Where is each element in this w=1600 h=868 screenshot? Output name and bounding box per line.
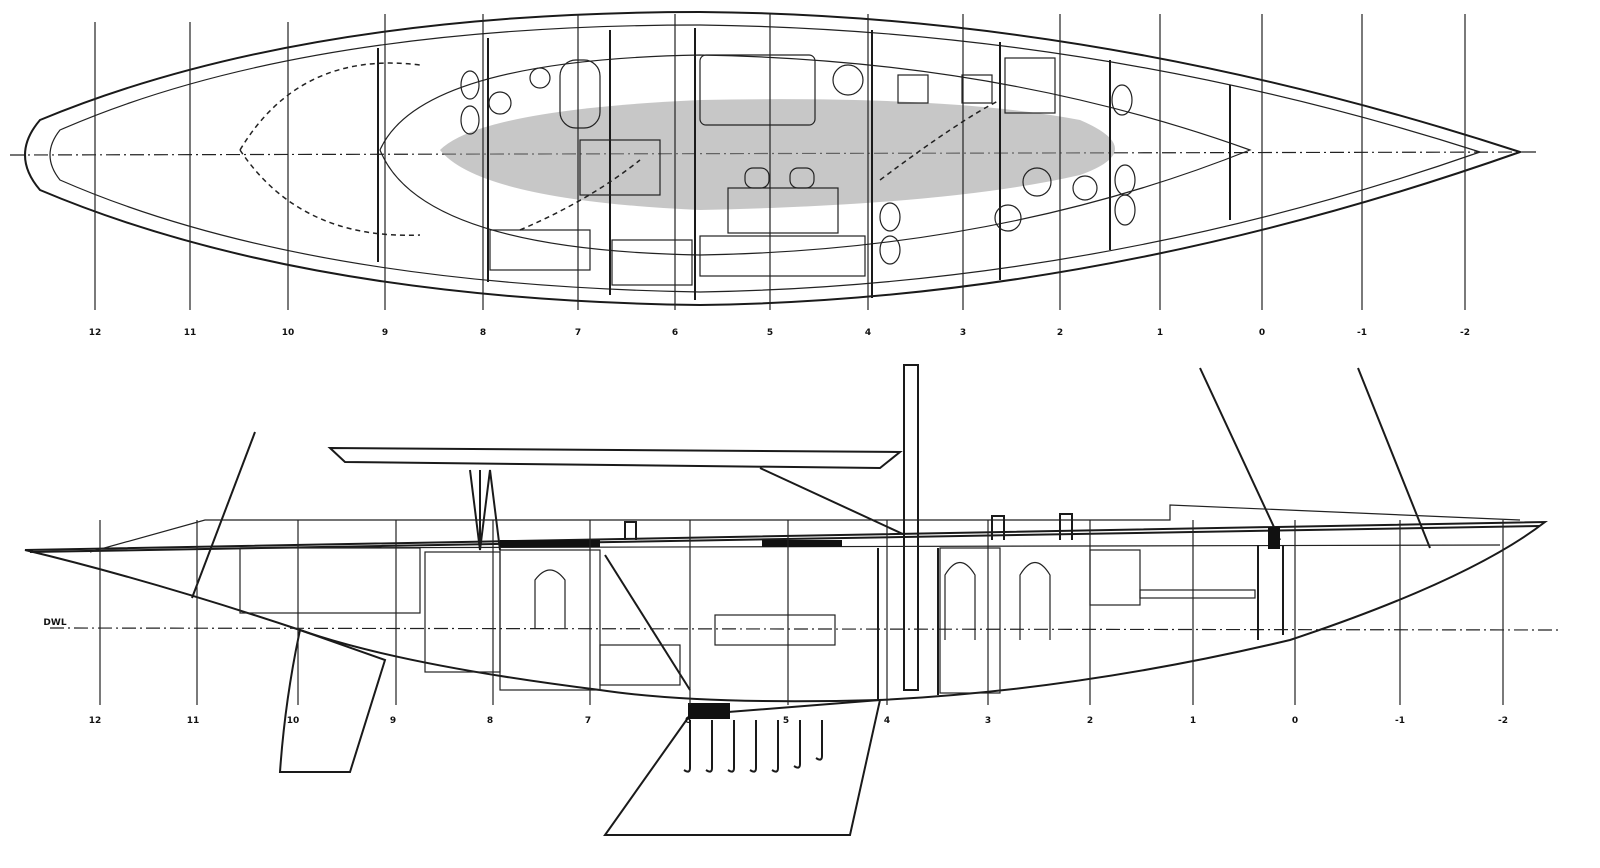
bulwark-line bbox=[89, 504, 1521, 553]
plan-deck-inner-line bbox=[49, 24, 1482, 293]
station-label: 12 bbox=[89, 716, 102, 726]
station-label: 5 bbox=[767, 328, 773, 338]
station-label: 1 bbox=[1190, 716, 1196, 726]
station-label: 1 bbox=[1157, 328, 1163, 338]
waterline-label-aft: DWL bbox=[43, 618, 66, 628]
station-label: 6 bbox=[685, 716, 691, 726]
station-label: 4 bbox=[865, 328, 871, 338]
cabin-sole bbox=[440, 99, 1115, 210]
profile-station-labels: 12 11 10 9 8 7 6 5 4 3 2 1 0 -1 -2 bbox=[89, 716, 1508, 726]
waterline bbox=[49, 627, 1561, 631]
station-label: 8 bbox=[480, 328, 486, 338]
profile-interior bbox=[239, 513, 1284, 700]
station-label: 9 bbox=[390, 716, 396, 726]
station-label: 6 bbox=[672, 328, 678, 338]
mainsheet-blocks bbox=[469, 469, 501, 551]
station-label: 3 bbox=[985, 716, 991, 726]
profile-hull-outline bbox=[24, 520, 1549, 703]
forestay-inner bbox=[1199, 367, 1281, 541]
boom bbox=[327, 446, 903, 470]
station-label: 10 bbox=[282, 328, 295, 338]
plan-furniture bbox=[460, 54, 1136, 286]
plan-stations bbox=[94, 14, 1466, 310]
station-label: 7 bbox=[585, 716, 591, 726]
station-label: -2 bbox=[1498, 716, 1508, 726]
station-label: 0 bbox=[1292, 716, 1298, 726]
station-label: 0 bbox=[1259, 328, 1265, 338]
ballast-block bbox=[688, 703, 730, 719]
inboard-profile: DWL 12 11 10 9 8 7 6 5 bbox=[24, 364, 1561, 836]
station-label: 11 bbox=[187, 716, 200, 726]
station-label: 7 bbox=[575, 328, 581, 338]
forestay bbox=[1357, 367, 1431, 549]
station-label: 2 bbox=[1087, 716, 1093, 726]
profile-stations bbox=[99, 520, 1504, 705]
station-label: 9 bbox=[382, 328, 388, 338]
plan-cabin-outline bbox=[379, 54, 1252, 256]
station-label: 5 bbox=[783, 716, 789, 726]
accommodation-plan: 12 11 10 9 8 7 6 5 4 3 2 1 0 -1 -2 bbox=[9, 10, 1541, 338]
station-label: 12 bbox=[89, 328, 102, 338]
rudder bbox=[278, 628, 387, 773]
station-label: 2 bbox=[1057, 328, 1063, 338]
station-label: -2 bbox=[1460, 328, 1470, 338]
deck-line bbox=[239, 544, 1501, 549]
plan-bulkheads bbox=[377, 28, 1231, 300]
station-label: 11 bbox=[184, 328, 197, 338]
station-label: -1 bbox=[1357, 328, 1367, 338]
station-label: 4 bbox=[884, 716, 890, 726]
boom-vang bbox=[759, 467, 906, 536]
station-label: 3 bbox=[960, 328, 966, 338]
plan-cockpit-dashed bbox=[239, 62, 1001, 236]
backstay bbox=[191, 431, 256, 599]
mast bbox=[903, 364, 919, 691]
station-label: 10 bbox=[287, 716, 300, 726]
station-label: -1 bbox=[1395, 716, 1405, 726]
plan-centerline bbox=[9, 151, 1541, 156]
plan-hull-outline bbox=[24, 10, 1524, 307]
keel bbox=[603, 698, 882, 836]
keel-bolts bbox=[683, 720, 823, 773]
plan-station-labels: 12 11 10 9 8 7 6 5 4 3 2 1 0 -1 -2 bbox=[89, 328, 1470, 338]
station-label: 8 bbox=[487, 716, 493, 726]
